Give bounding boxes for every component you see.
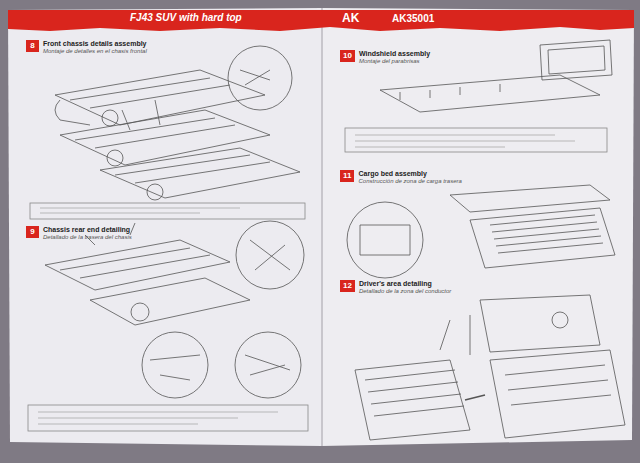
step-number: 11	[340, 170, 354, 182]
step-title: Construcción de zona de carga trasera	[358, 178, 461, 185]
step-heading: 11 Cargo bed assemblyConstrucción de zona…	[340, 170, 462, 185]
step-title: Chassis rear end detailing	[43, 226, 132, 234]
step-title: Montaje del parabrisas	[359, 58, 430, 65]
header-title: FJ43 SUV with hard top	[130, 12, 242, 23]
step-title-group: Chassis rear end detailingDetallado de l…	[43, 226, 132, 241]
step-title: Detallado de la zona del conductor	[359, 288, 451, 295]
step-title-group: Cargo bed assemblyConstrucción de zona d…	[358, 170, 461, 185]
step-heading: 9 Chassis rear end detailingDetallado de …	[26, 226, 132, 241]
header-band	[8, 10, 634, 31]
step-number: 12	[340, 280, 355, 292]
step-heading: 10 Windshield assemblyMontaje del parabri…	[340, 50, 430, 65]
step-heading: 8 Front chassis details assemblyMontaje d…	[26, 40, 147, 55]
step-heading: 12 Driver's area detailingDetallado de la…	[340, 280, 451, 295]
step-title-group: Front chassis details assemblyMontaje de…	[43, 40, 147, 55]
step-title: Front chassis details assembly	[43, 40, 147, 48]
step-number: 10	[340, 50, 355, 62]
step-number: 9	[26, 226, 39, 238]
step-title: Montaje de detalles en el chasis frontal	[43, 48, 147, 55]
step-title-group: Windshield assemblyMontaje del parabrisa…	[359, 50, 430, 65]
step-title: Cargo bed assembly	[358, 170, 461, 178]
left-page	[8, 8, 322, 446]
step-drawings	[28, 40, 625, 440]
step-title: Detallado de la trasera del chasis	[43, 234, 132, 241]
step-title: Driver's area detailing	[359, 280, 451, 288]
step-title: Windshield assembly	[359, 50, 430, 58]
right-page	[322, 8, 634, 446]
step-title-group: Driver's area detailingDetallado de la z…	[359, 280, 451, 295]
brand-logo: AK	[342, 11, 359, 25]
kit-number: AK35001	[392, 13, 434, 24]
step-number: 8	[26, 40, 39, 52]
